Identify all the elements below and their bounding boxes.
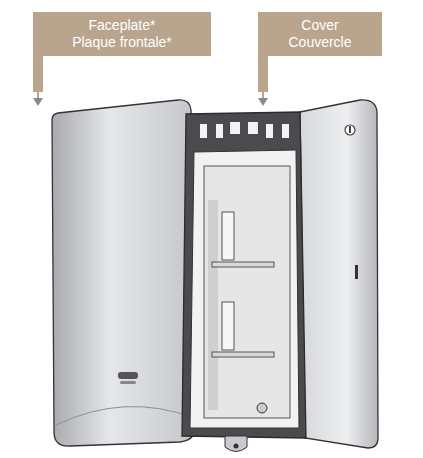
callout-label: Cover bbox=[301, 17, 338, 34]
callout-box: Faceplate*Plaque frontale* bbox=[33, 12, 211, 56]
arrowhead bbox=[258, 98, 268, 106]
arrowhead bbox=[33, 98, 43, 106]
cover-drawing bbox=[182, 100, 378, 452]
callout-label: Couvercle bbox=[288, 34, 351, 51]
faceplate-drawing bbox=[52, 100, 202, 446]
callout-label: Faceplate* bbox=[89, 17, 156, 34]
callout-label: Plaque frontale* bbox=[72, 34, 172, 51]
callout-box: CoverCouvercle bbox=[258, 12, 382, 56]
